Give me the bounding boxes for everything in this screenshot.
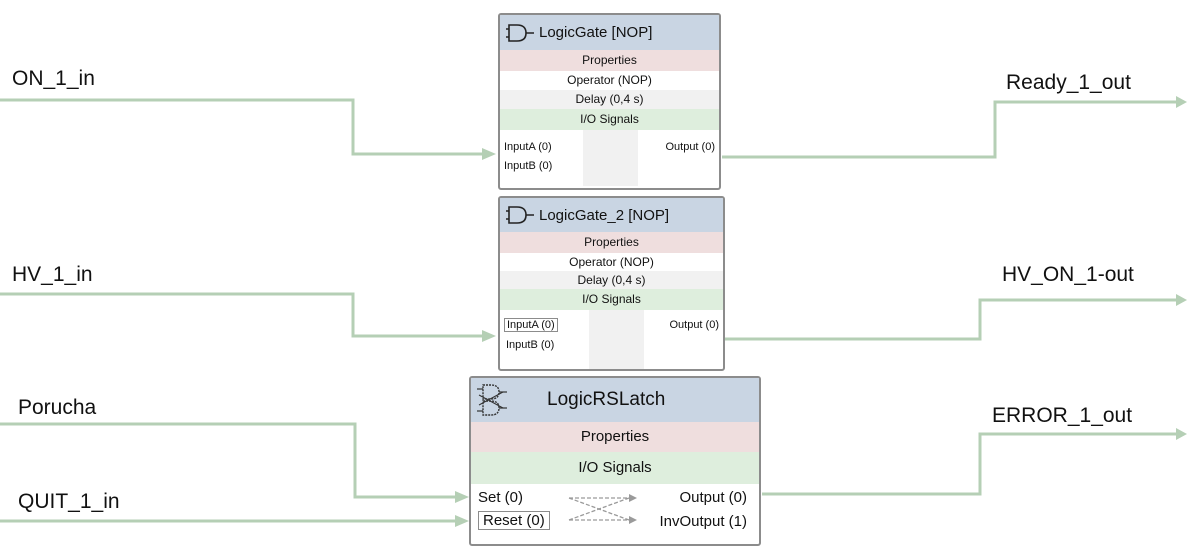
signal-label-on-1-in: ON_1_in: [12, 67, 95, 90]
arrowhead-error-1-out: [1176, 428, 1187, 440]
latch-cross-arrows: [568, 494, 637, 524]
delay-property[interactable]: Delay (0,4 s): [500, 271, 723, 289]
properties-header[interactable]: Properties: [471, 422, 759, 452]
io-ports: Set (0) Reset (0) Output (0) InvOutput (…: [471, 484, 759, 544]
signal-label-porucha: Porucha: [18, 396, 97, 419]
block-title-bar[interactable]: LogicRSLatch: [471, 378, 759, 422]
arrowhead-ready-1-out: [1176, 96, 1187, 108]
logic-gate-icon: [506, 23, 534, 42]
logic-gate-block[interactable]: LogicGate [NOP] Properties Operator (NOP…: [498, 13, 721, 190]
arrowhead-on-1-in: [482, 148, 496, 160]
signal-label-error-1-out: ERROR_1_out: [992, 404, 1133, 427]
io-ports: InputA (0) InputB (0) Output (0): [500, 130, 719, 186]
wire-hv-1-in: [0, 292, 482, 338]
arrowhead-porucha: [455, 491, 469, 503]
wire-error-1-out: [762, 432, 1178, 496]
operator-property[interactable]: Operator (NOP): [567, 73, 652, 87]
rs-latch-icon: [477, 384, 507, 416]
reset-port[interactable]: Reset (0): [478, 511, 550, 530]
signal-label-ready-1-out: Ready_1_out: [1006, 71, 1131, 94]
output-port[interactable]: Output (0): [665, 141, 715, 153]
logic-rs-latch-block[interactable]: LogicRSLatch Properties I/O Signals Set …: [469, 376, 761, 546]
input-a-port[interactable]: InputA (0): [504, 318, 558, 332]
signal-label-hv-on-1-out: HV_ON_1-out: [1002, 263, 1134, 286]
io-signals-header[interactable]: I/O Signals: [500, 289, 723, 310]
arrowhead-hv-on-1-out: [1176, 294, 1187, 306]
wire-ready-1-out: [722, 100, 1178, 159]
input-b-port[interactable]: InputB (0): [504, 160, 553, 172]
inv-output-port[interactable]: InvOutput (1): [659, 513, 747, 530]
wire-hv-on-1-out: [722, 298, 1178, 341]
wire-porucha: [0, 422, 455, 499]
set-port[interactable]: Set (0): [478, 489, 524, 506]
logic-gate-2-block[interactable]: LogicGate_2 [NOP] Properties Operator (N…: [498, 196, 725, 371]
delay-property[interactable]: Delay (0,4 s): [500, 90, 719, 109]
input-a-port[interactable]: InputA (0): [504, 141, 552, 153]
signal-label-hv-1-in: HV_1_in: [12, 263, 93, 286]
io-signals-header[interactable]: I/O Signals: [471, 452, 759, 484]
output-port[interactable]: Output (0): [679, 489, 747, 506]
signal-label-quit-1-in: QUIT_1_in: [18, 490, 120, 513]
wire-on-1-in: [0, 98, 482, 156]
properties-header[interactable]: Properties: [500, 232, 723, 253]
arrowhead-hv-1-in: [482, 330, 496, 342]
io-signals-header[interactable]: I/O Signals: [500, 109, 719, 130]
block-title: LogicGate [NOP]: [539, 24, 653, 41]
operator-property[interactable]: Operator (NOP): [569, 255, 654, 269]
block-title-bar[interactable]: LogicGate_2 [NOP]: [500, 198, 723, 232]
port-divider: [583, 130, 638, 186]
input-b-port[interactable]: InputB (0): [506, 339, 555, 351]
properties-header[interactable]: Properties: [500, 50, 719, 71]
output-port[interactable]: Output (0): [669, 319, 719, 331]
io-ports: InputA (0) InputB (0) Output (0): [500, 310, 723, 369]
block-title-bar[interactable]: LogicGate [NOP]: [500, 15, 719, 50]
port-divider: [589, 310, 644, 369]
logic-gate-icon: [506, 206, 534, 224]
block-title: LogicRSLatch: [547, 389, 666, 410]
arrowhead-quit-1-in: [455, 515, 469, 527]
block-title: LogicGate_2 [NOP]: [539, 206, 670, 224]
